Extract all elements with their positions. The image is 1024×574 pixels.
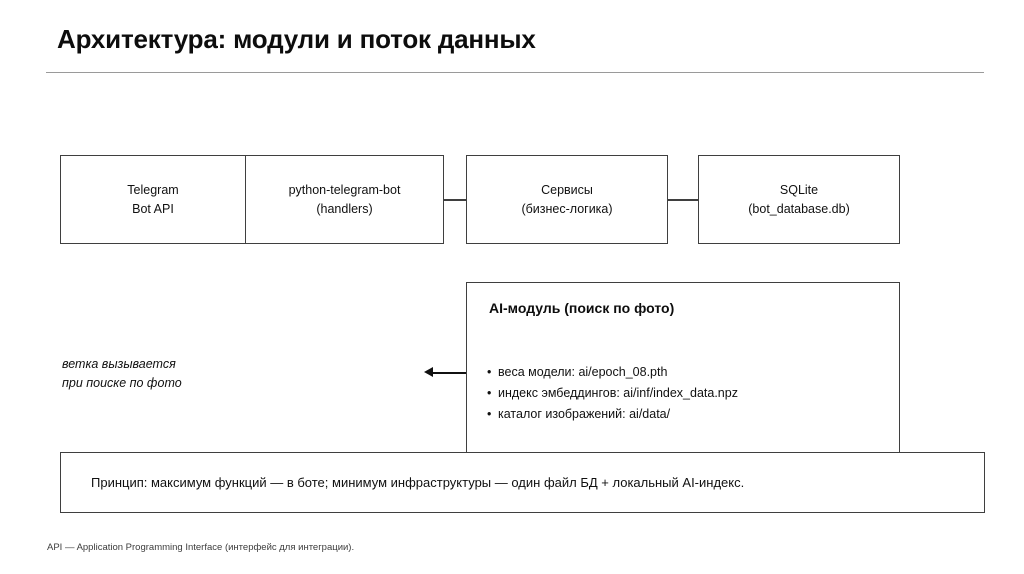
annotation-ai-branch: ветка вызывается при поиске по фото xyxy=(62,355,182,393)
list-item: индекс эмбеддингов: ai/inf/index_data.np… xyxy=(487,383,738,404)
box-services-line2: (бизнес-логика) xyxy=(521,201,613,216)
box-telegram-line1: Telegram xyxy=(127,183,179,198)
list-item: веса модели: ai/epoch_08.pth xyxy=(487,362,738,383)
ai-module-asset-list: веса модели: ai/epoch_08.pth индекс эмбе… xyxy=(487,362,738,425)
list-item: каталог изображений: ai/data/ xyxy=(487,404,738,425)
box-ptb-line2: (handlers) xyxy=(316,201,373,216)
title-divider xyxy=(46,72,984,73)
annotation-line2: при поиске по фото xyxy=(62,376,182,390)
diagram-box-telegram-bot-api: Telegram Bot API xyxy=(60,155,246,244)
diagram-box-services: Сервисы (бизнес-логика) xyxy=(466,155,668,244)
diagram-box-ai-module: AI-модуль (поиск по фото) веса модели: a… xyxy=(466,282,900,454)
annotation-line1: ветка вызывается xyxy=(62,357,176,371)
box-ptb-line1: python-telegram-bot xyxy=(288,183,401,198)
arrow-head-left-icon xyxy=(424,367,433,377)
arrow-line-ai-branch xyxy=(430,372,466,374)
diagram-box-python-telegram-bot: python-telegram-bot (handlers) xyxy=(245,155,444,244)
footnote-api-definition: API — Application Programming Interface … xyxy=(47,542,355,553)
connector-handlers-to-services xyxy=(444,199,467,201)
box-sqlite-line1: SQLite xyxy=(779,183,819,198)
principle-banner-text: Принцип: максимум функций — в боте; мини… xyxy=(91,475,745,490)
ai-module-heading: AI-модуль (поиск по фото) xyxy=(489,300,675,316)
principle-banner: Принцип: максимум функций — в боте; мини… xyxy=(60,452,985,513)
box-sqlite-line2: (bot_database.db) xyxy=(748,201,850,216)
page-title: Архитектура: модули и поток данных xyxy=(57,24,536,54)
diagram-box-sqlite: SQLite (bot_database.db) xyxy=(698,155,900,244)
box-services-line1: Сервисы xyxy=(541,183,593,198)
box-telegram-line2: Bot API xyxy=(132,201,174,216)
connector-services-to-sqlite xyxy=(668,199,699,201)
